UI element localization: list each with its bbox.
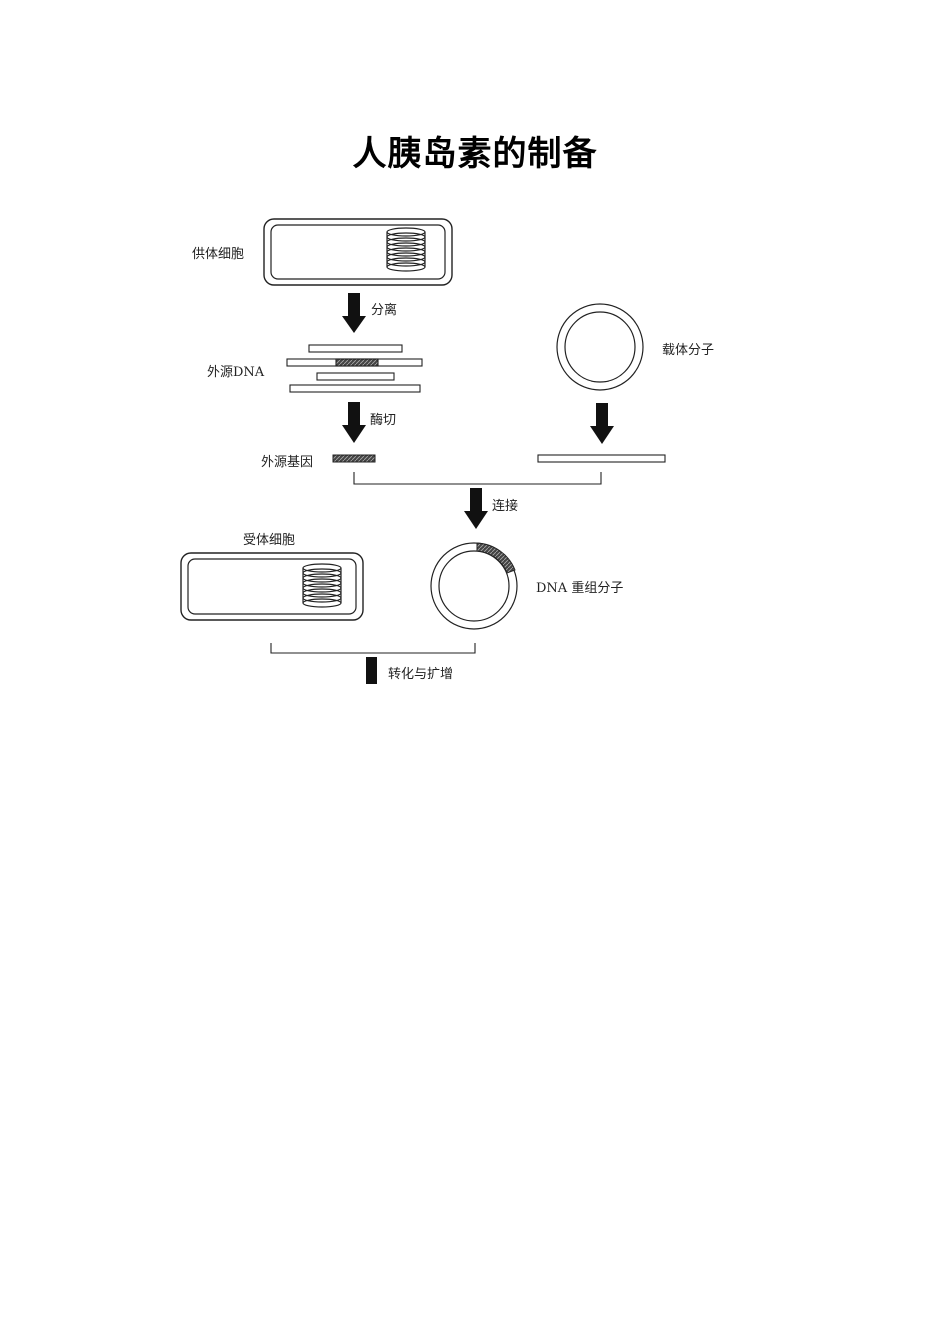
page-title: 人胰岛素的制备 (352, 134, 598, 174)
label-ligation: 连接 (492, 499, 519, 514)
donor-cell (263, 218, 453, 286)
arrow-down-icon (590, 403, 614, 444)
foreign-dna-fragments (286, 344, 423, 393)
label-transform-amplify: 转化与扩增 (388, 667, 454, 682)
foreign-gene-fragment (332, 454, 376, 463)
transform-bracket (270, 643, 476, 654)
label-foreign-gene: 外源基因 (261, 455, 314, 470)
linear-vector-fragment (537, 454, 666, 463)
recipient-cell (180, 552, 364, 621)
arrow-down-icon (342, 402, 366, 443)
label-vector-molecule: 载体分子 (662, 343, 715, 358)
process-bar-icon (366, 657, 377, 684)
vector-plasmid (556, 303, 644, 391)
arrow-down-icon (342, 293, 366, 333)
chromosome-coil-icon (302, 563, 342, 608)
chromosome-coil-icon (386, 227, 426, 272)
arrow-down-icon (464, 488, 488, 529)
label-recipient-cell: 受体细胞 (243, 533, 296, 548)
label-foreign-dna: 外源DNA (207, 365, 265, 380)
join-bracket (353, 472, 602, 485)
recombinant-plasmid (430, 542, 518, 630)
label-recombinant-dna: DNA 重组分子 (536, 581, 624, 596)
label-separation: 分离 (371, 303, 398, 318)
label-donor-cell: 供体细胞 (192, 247, 245, 262)
label-enzyme-cut: 酶切 (370, 413, 397, 428)
